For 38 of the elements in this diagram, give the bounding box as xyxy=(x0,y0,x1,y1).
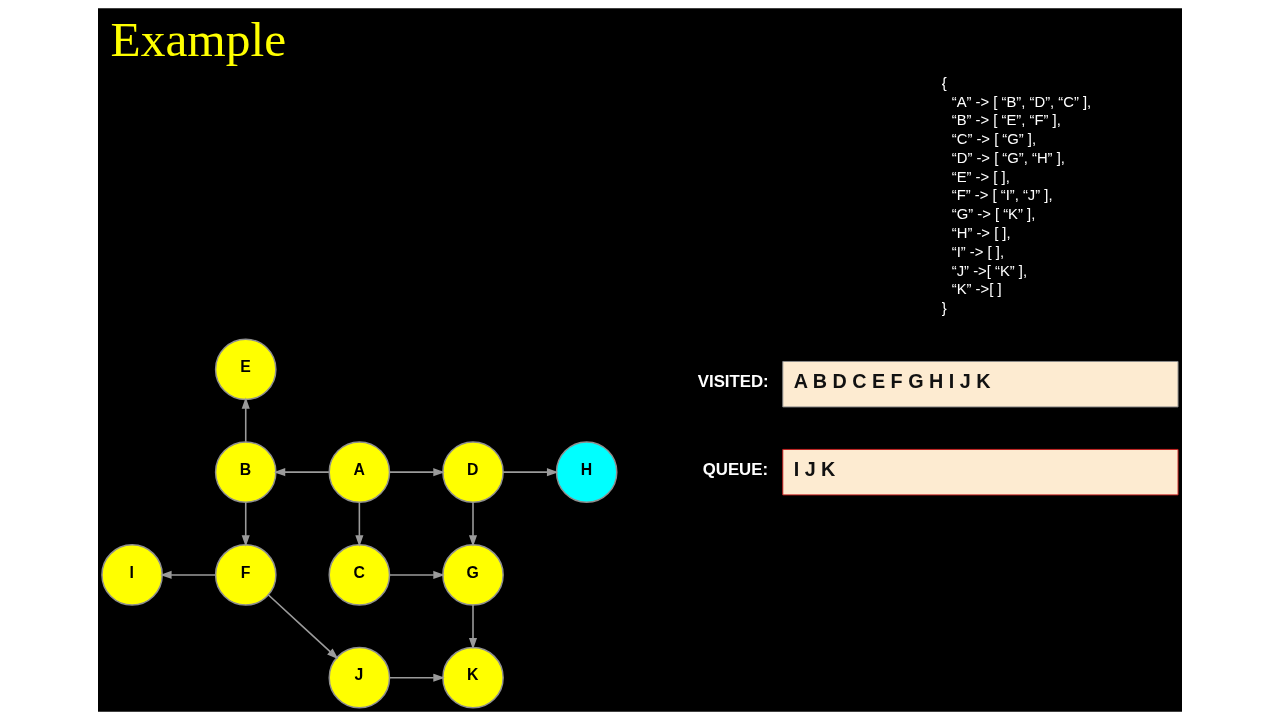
arrow xyxy=(502,468,559,477)
arrow xyxy=(355,501,364,547)
arrow xyxy=(241,501,250,547)
label: “B” -> [ “E”, “F” ], xyxy=(951,112,1061,129)
label: { xyxy=(941,74,947,91)
node-circle: B xyxy=(214,441,277,504)
label: “D” -> [ “G”, “H” ], xyxy=(951,149,1065,166)
arrow xyxy=(388,468,445,477)
label: “A” -> [ “B”, “D”, “C” ], xyxy=(951,93,1092,110)
label: “F” -> [ “I”, “J” ], xyxy=(951,187,1053,204)
node-circle: K xyxy=(442,646,504,709)
arrow xyxy=(468,604,478,650)
node-circle: F xyxy=(214,544,277,606)
node-circle: A xyxy=(328,441,391,504)
node-circle: H xyxy=(555,441,618,504)
node-circle: E xyxy=(214,338,277,401)
label: “C” -> [ “G” ], xyxy=(951,131,1037,148)
arrow xyxy=(388,570,445,579)
label: “H” -> [ ], xyxy=(951,224,1011,241)
label: “J” ->[ “K” ], xyxy=(951,262,1028,279)
node-circle: I xyxy=(101,544,163,606)
arrow xyxy=(273,468,330,477)
label: “E” -> [ ], xyxy=(951,168,1010,185)
label: “I” -> [ ], xyxy=(951,243,1005,260)
label: “K” ->[ ] xyxy=(951,281,1002,298)
node-label: QUEUE: xyxy=(702,460,769,480)
node-circle: G xyxy=(442,544,504,606)
arrow xyxy=(241,397,250,443)
label: “G” -> [ “K” ], xyxy=(951,206,1036,223)
diagram-title: Example xyxy=(110,11,287,67)
node-label: VISITED: xyxy=(697,372,769,392)
node-circle: D xyxy=(442,441,504,504)
node-circle: C xyxy=(328,544,391,606)
label: } xyxy=(941,300,947,317)
arrow xyxy=(388,673,445,682)
arrow xyxy=(267,594,339,660)
arrow xyxy=(468,501,478,547)
arrow xyxy=(160,570,216,579)
